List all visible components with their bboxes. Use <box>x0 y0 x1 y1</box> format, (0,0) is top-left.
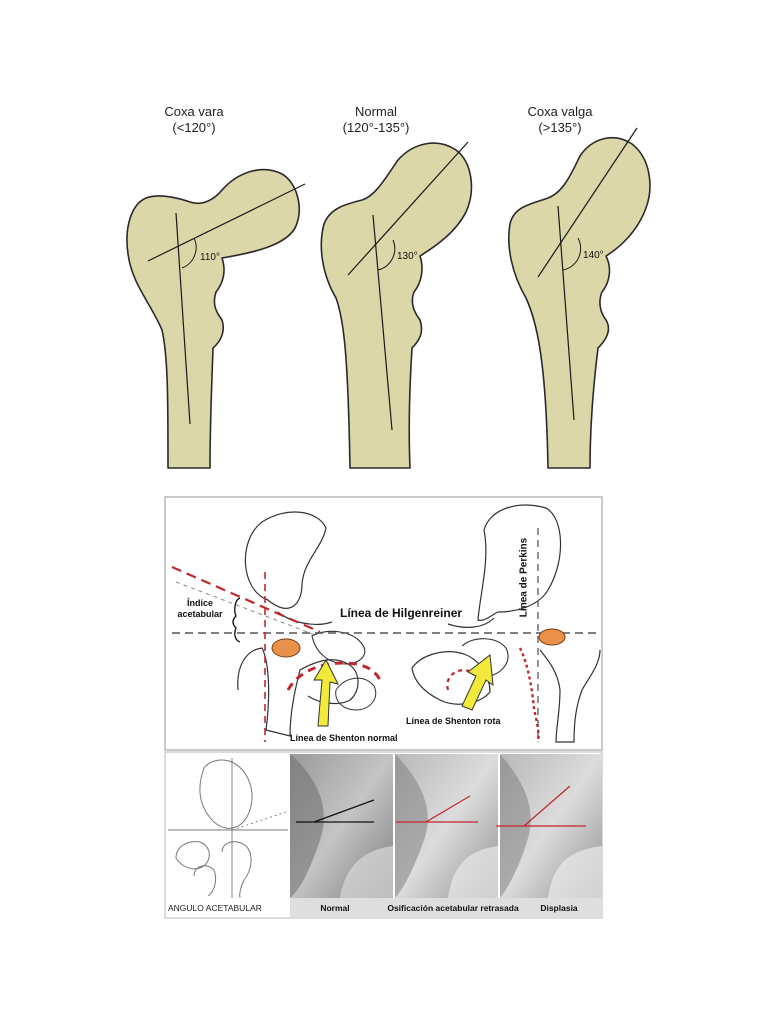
caption-dysplasia: Displasia <box>540 903 578 913</box>
xray-dysplasia <box>496 754 602 898</box>
xray-normal <box>290 754 393 898</box>
femur-label-coxa-valga: Coxa valga (>135°) <box>490 104 630 136</box>
femur-angle: 110° <box>200 252 220 263</box>
femur-name: Coxa valga <box>527 104 593 119</box>
femur-angle: 130° <box>397 251 418 262</box>
femur-range: (<120°) <box>172 120 216 135</box>
label-acetabular-index: Índice acetabular <box>177 598 223 619</box>
caption-normal: Normal <box>320 903 350 913</box>
label-shenton-normal: Línea de Shenton normal <box>290 733 398 743</box>
femur-name: Coxa vara <box>164 104 224 119</box>
acetabular-angle-title: ANGULO ACETABULAR <box>168 903 262 913</box>
femur-range: (120°-135°) <box>342 120 410 135</box>
femur-coxa-vara: 110° <box>126 168 306 469</box>
femur-coxa-valga: 140° <box>507 127 651 469</box>
femur-normal: 130° <box>320 141 473 469</box>
femur-range: (>135°) <box>538 120 582 135</box>
femur-angle: 140° <box>583 250 604 261</box>
caption-delayed-ossification: Osificación acetabular retrasada <box>387 903 519 913</box>
label-hilgenreiner-line: Línea de Hilgenreiner <box>340 606 463 620</box>
femur-name: Normal <box>355 104 397 119</box>
femur-label-coxa-vara: Coxa vara (<120°) <box>124 104 264 136</box>
femur-label-normal: Normal (120°-135°) <box>306 104 446 136</box>
label-shenton-broken: Línea de Shenton rota <box>406 716 501 726</box>
femur-illustrations: 110° 130° 140° <box>126 127 651 469</box>
acetabular-angle-sketch <box>168 758 288 898</box>
xray-delayed-ossification <box>395 754 498 898</box>
